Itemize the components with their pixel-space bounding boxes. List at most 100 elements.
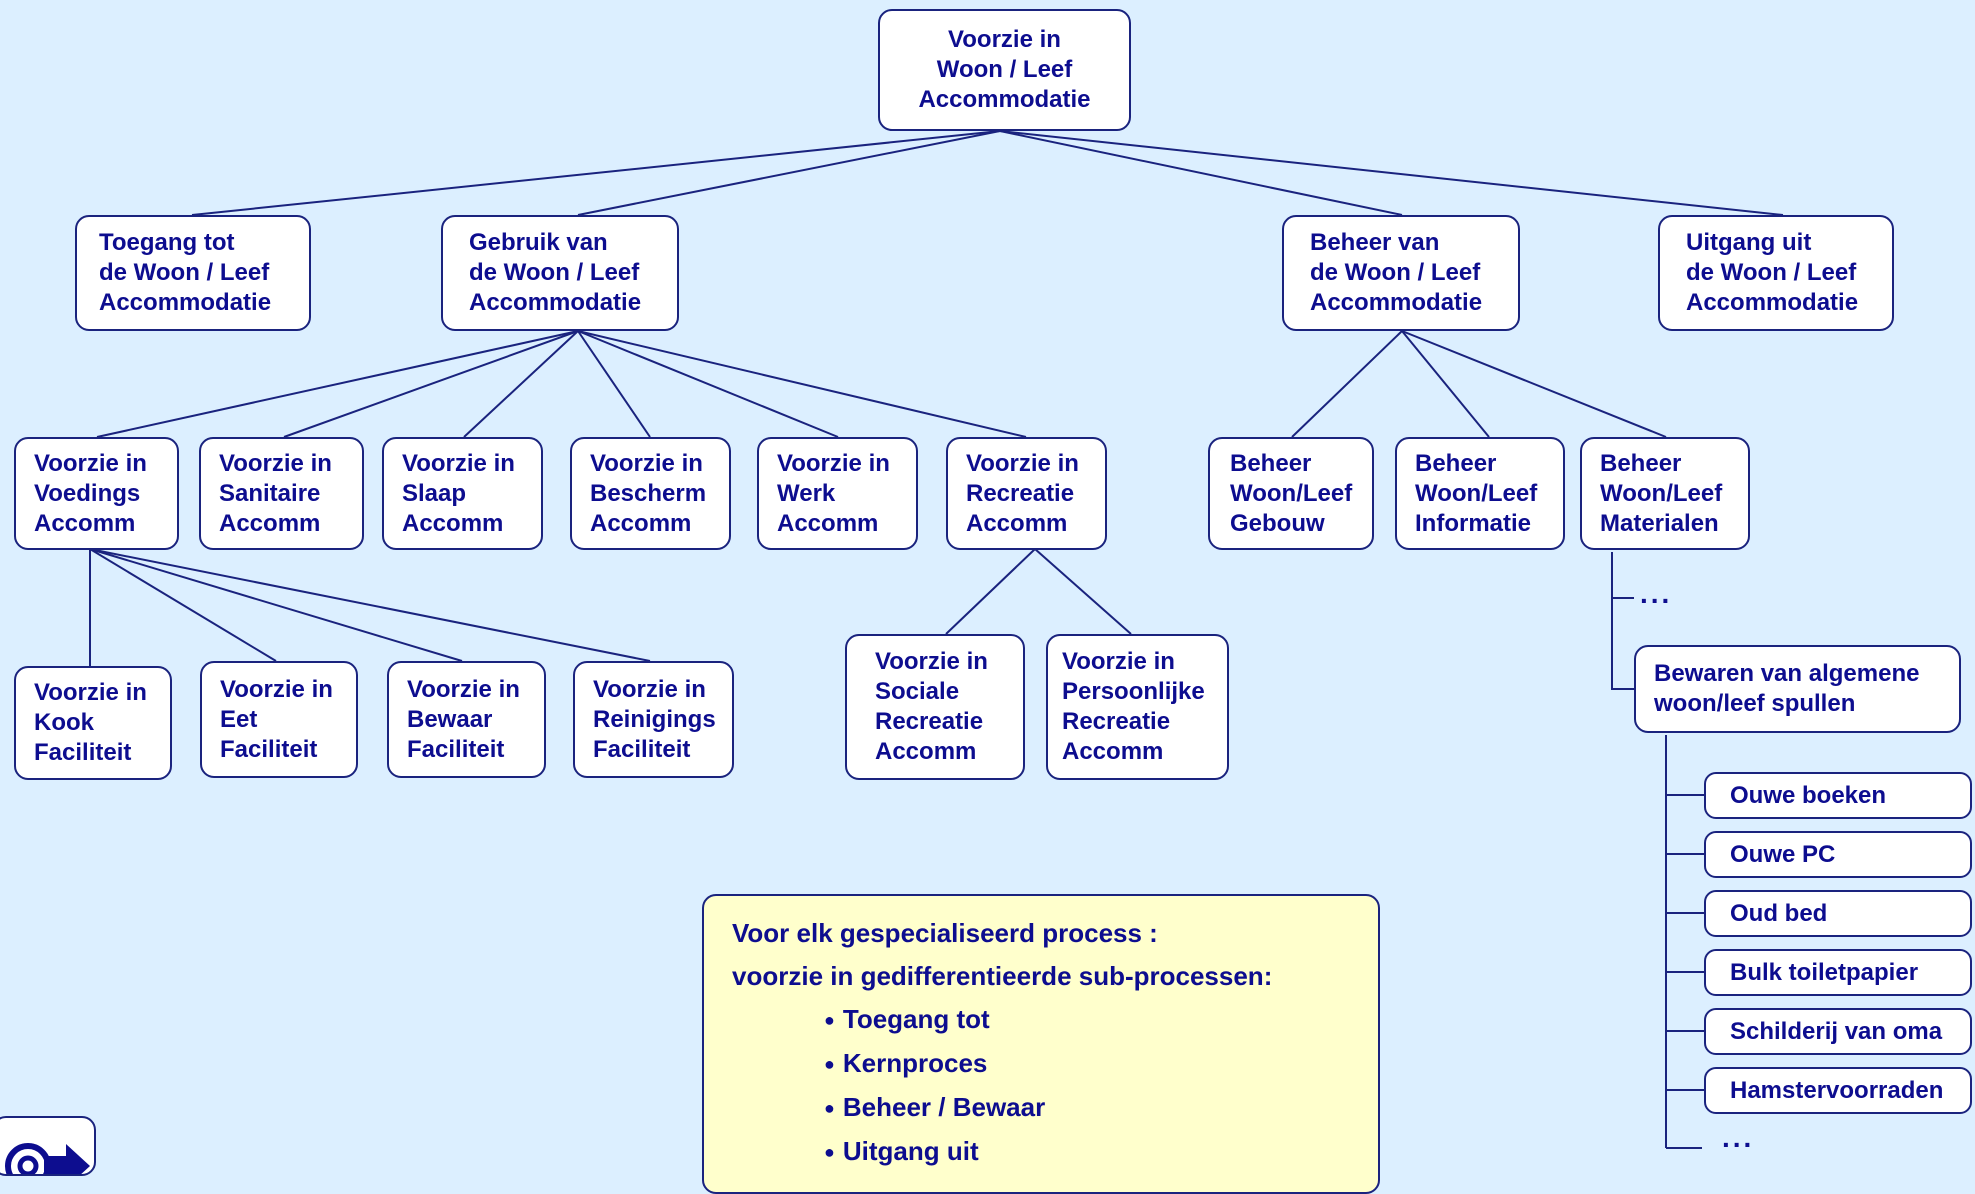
- note-bullet: Toegang tot: [732, 998, 1350, 1042]
- node-beheer-materialen-line-2: Woon/Leef: [1600, 479, 1723, 507]
- node-recreatie-line-3: Accomm: [966, 509, 1068, 537]
- node-sociale-line-3: Recreatie: [875, 708, 984, 735]
- stored-item[interactable]: Bulk toiletpapier: [1704, 949, 1972, 996]
- node-gebruik[interactable]: Gebruik van de Woon / Leef Accommodatie: [441, 215, 679, 331]
- node-uitgang[interactable]: Uitgang uit de Woon / Leef Accommodatie: [1658, 215, 1894, 331]
- connector-lines: [89, 130, 1784, 1149]
- node-beheer-informatie-line-3: Informatie: [1415, 509, 1532, 537]
- note-bullet: Beheer / Bewaar: [732, 1086, 1350, 1130]
- node-toegang-line-3: Accommodatie: [99, 289, 272, 316]
- node-bewaar-line-2: Bewaar: [407, 705, 493, 733]
- node-persoonlijke-line-1: Voorzie in: [1062, 648, 1175, 675]
- node-kook-line-2: Kook: [34, 709, 94, 736]
- node-sanitaire-line-2: Sanitaire: [219, 479, 321, 507]
- node-voedings-line-2: Voedings: [34, 479, 141, 507]
- node-toegang[interactable]: Toegang tot de Woon / Leef Accommodatie: [75, 215, 311, 331]
- node-uitgang-line-3: Accommodatie: [1686, 289, 1859, 316]
- logo-arrow-icon: [5, 1143, 90, 1174]
- node-beheer-materialen-line-3: Materialen: [1600, 509, 1719, 537]
- node-werk-line-1: Voorzie in: [777, 449, 890, 477]
- ellipsis-upper: ...: [1640, 578, 1673, 609]
- node-bewaar-line-3: Faciliteit: [407, 735, 505, 763]
- stored-item[interactable]: Schilderij van oma: [1704, 1008, 1972, 1055]
- node-beheer-gebouw[interactable]: Beheer Woon/Leef Gebouw: [1208, 437, 1374, 550]
- stored-item-label: Schilderij van oma: [1730, 1017, 1943, 1045]
- node-bescherm-line-1: Voorzie in: [590, 449, 703, 477]
- node-slaap-line-2: Slaap: [402, 479, 467, 507]
- stored-item[interactable]: Hamstervoorraden: [1704, 1067, 1972, 1114]
- node-gebruik-line-1: Gebruik van: [469, 229, 608, 256]
- note-bullet: Kernproces: [732, 1042, 1350, 1086]
- node-recreatie[interactable]: Voorzie in Recreatie Accomm: [946, 437, 1107, 550]
- node-voedings[interactable]: Voorzie in Voedings Accomm: [14, 437, 179, 550]
- stored-item[interactable]: Oud bed: [1704, 890, 1972, 937]
- ellipsis-lower: ...: [1722, 1122, 1755, 1153]
- node-beheer-line-3: Accommodatie: [1310, 289, 1483, 316]
- node-toegang-line-2: de Woon / Leef: [99, 259, 270, 286]
- node-bescherm-line-2: Bescherm: [590, 479, 707, 507]
- node-gebruik-line-2: de Woon / Leef: [469, 259, 640, 286]
- node-kook-line-3: Faciliteit: [34, 739, 132, 766]
- root-line-3: Accommodatie: [918, 86, 1091, 113]
- node-sociale-line-4: Accomm: [875, 738, 977, 765]
- node-slaap[interactable]: Voorzie in Slaap Accomm: [382, 437, 543, 550]
- node-kook[interactable]: Voorzie in Kook Faciliteit: [14, 666, 172, 780]
- node-eet-line-1: Voorzie in: [220, 675, 333, 703]
- node-voedings-line-1: Voorzie in: [34, 449, 147, 477]
- node-gebruik-line-3: Accommodatie: [469, 289, 642, 316]
- node-eet[interactable]: Voorzie in Eet Faciliteit: [200, 661, 358, 778]
- note-box: Voor elk gespecialiseerd process : voorz…: [702, 894, 1380, 1194]
- node-beheer-gebouw-line-3: Gebouw: [1230, 509, 1325, 537]
- stored-item[interactable]: Ouwe boeken: [1704, 772, 1972, 819]
- root-line-1: Voorzie in: [948, 26, 1061, 53]
- stored-item-label: Hamstervoorraden: [1730, 1076, 1944, 1104]
- node-bescherm-line-3: Accomm: [590, 509, 692, 537]
- node-kook-line-1: Voorzie in: [34, 679, 147, 706]
- node-beheer-materialen[interactable]: Beheer Woon/Leef Materialen: [1580, 437, 1750, 550]
- node-bescherm[interactable]: Voorzie in Bescherm Accomm: [570, 437, 731, 550]
- node-sanitaire-line-1: Voorzie in: [219, 449, 332, 477]
- node-uitgang-line-2: de Woon / Leef: [1686, 259, 1857, 286]
- stored-item-label: Ouwe boeken: [1730, 781, 1887, 809]
- root-line-2: Woon / Leef: [936, 56, 1073, 83]
- node-bewaren[interactable]: Bewaren van algemene woon/leef spullen: [1634, 645, 1961, 733]
- node-slaap-line-3: Accomm: [402, 509, 504, 537]
- note-line-1: Voor elk gespecialiseerd process :: [732, 918, 1158, 948]
- node-beheer-gebouw-line-2: Woon/Leef: [1230, 479, 1353, 507]
- node-beheer-informatie-line-1: Beheer: [1415, 449, 1497, 477]
- node-bewaren-line-2: woon/leef spullen: [1654, 690, 1856, 717]
- node-recreatie-line-1: Voorzie in: [966, 449, 1079, 477]
- node-bewaar-line-1: Voorzie in: [407, 675, 520, 703]
- node-beheer[interactable]: Beheer van de Woon / Leef Accommodatie: [1282, 215, 1520, 331]
- node-eet-line-3: Faciliteit: [220, 735, 318, 763]
- node-toegang-line-1: Toegang tot: [99, 229, 235, 256]
- stored-item[interactable]: Ouwe PC: [1704, 831, 1972, 878]
- stored-item-label: Bulk toiletpapier: [1730, 958, 1919, 986]
- node-sociale[interactable]: Voorzie in Sociale Recreatie Accomm: [845, 634, 1025, 780]
- node-persoonlijke[interactable]: Voorzie in Persoonlijke Recreatie Accomm: [1046, 634, 1229, 780]
- node-reinigings-line-3: Faciliteit: [593, 735, 691, 763]
- note-bullet: Uitgang uit: [732, 1130, 1350, 1174]
- logo-icon[interactable]: [0, 1116, 96, 1176]
- root-node[interactable]: Voorzie in Woon / Leef Accommodatie: [878, 9, 1131, 131]
- node-beheer-informatie-line-2: Woon/Leef: [1415, 479, 1538, 507]
- node-eet-line-2: Eet: [220, 705, 258, 733]
- node-reinigings[interactable]: Voorzie in Reinigings Faciliteit: [573, 661, 734, 778]
- node-sanitaire-line-3: Accomm: [219, 509, 321, 537]
- node-persoonlijke-line-3: Recreatie: [1062, 708, 1171, 735]
- node-werk-line-3: Accomm: [777, 509, 879, 537]
- node-beheer-line-2: de Woon / Leef: [1310, 259, 1481, 286]
- node-sanitaire[interactable]: Voorzie in Sanitaire Accomm: [199, 437, 364, 550]
- node-bewaren-line-1: Bewaren van algemene: [1654, 660, 1920, 687]
- stored-item-label: Ouwe PC: [1730, 840, 1836, 868]
- node-sociale-line-1: Voorzie in: [875, 648, 988, 675]
- node-beheer-line-1: Beheer van: [1310, 229, 1440, 256]
- node-beheer-informatie[interactable]: Beheer Woon/Leef Informatie: [1395, 437, 1565, 550]
- node-beheer-materialen-line-1: Beheer: [1600, 449, 1682, 477]
- node-reinigings-line-2: Reinigings: [593, 705, 716, 733]
- node-werk-line-2: Werk: [777, 479, 836, 507]
- node-bewaar[interactable]: Voorzie in Bewaar Faciliteit: [387, 661, 546, 778]
- node-werk[interactable]: Voorzie in Werk Accomm: [757, 437, 918, 550]
- node-voedings-line-3: Accomm: [34, 509, 136, 537]
- node-sociale-line-2: Sociale: [875, 678, 960, 705]
